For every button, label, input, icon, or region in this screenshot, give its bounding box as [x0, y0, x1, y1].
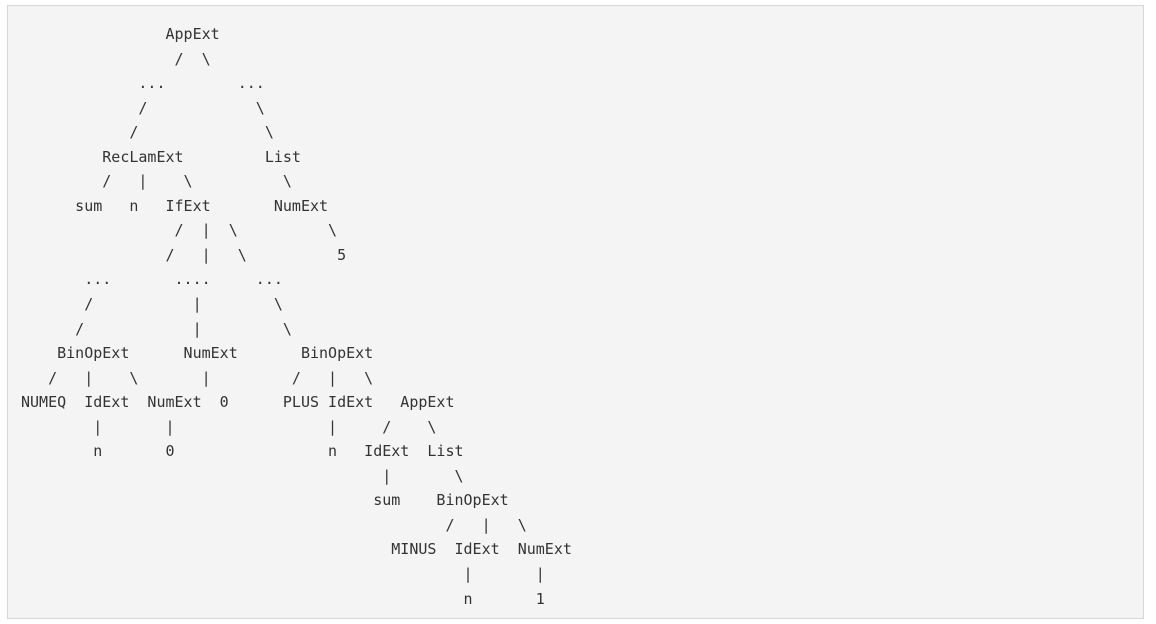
code-line: BinOpExt NumExt BinOpExt	[21, 344, 374, 363]
code-line: | | | / \	[21, 417, 437, 436]
code-line: sum n IfExt NumExt	[21, 196, 329, 215]
code-line: | |	[21, 565, 545, 584]
ast-tree-text: AppExt / \ ... ... / \ / \ RecLamExt Lis…	[21, 22, 572, 611]
code-line: / | \	[21, 319, 292, 338]
code-line: / \	[21, 98, 265, 117]
code-line: / \	[21, 123, 274, 142]
code-line: sum BinOpExt	[21, 491, 509, 510]
code-line: / \	[21, 49, 211, 68]
code-line: / | \ | / | \	[21, 368, 374, 387]
code-line: / | \	[21, 295, 283, 314]
code-line: / | \ 5	[21, 245, 347, 264]
code-line: / | \ \	[21, 172, 292, 191]
code-line: ... .... ...	[21, 270, 283, 289]
code-line: n 0 n IdExt List	[21, 442, 464, 461]
code-line: | \	[21, 466, 464, 485]
code-line: / | \ \	[21, 221, 338, 240]
code-line: / | \	[21, 515, 527, 534]
code-line: MINUS IdExt NumExt	[21, 540, 572, 559]
code-block: AppExt / \ ... ... / \ / \ RecLamExt Lis…	[7, 5, 1144, 619]
code-line: RecLamExt List	[21, 147, 301, 166]
code-line: NUMEQ IdExt NumExt 0 PLUS IdExt AppExt	[21, 393, 455, 412]
code-line: AppExt	[21, 25, 220, 43]
code-line: ... ...	[21, 74, 265, 93]
code-line: n 1	[21, 589, 545, 608]
